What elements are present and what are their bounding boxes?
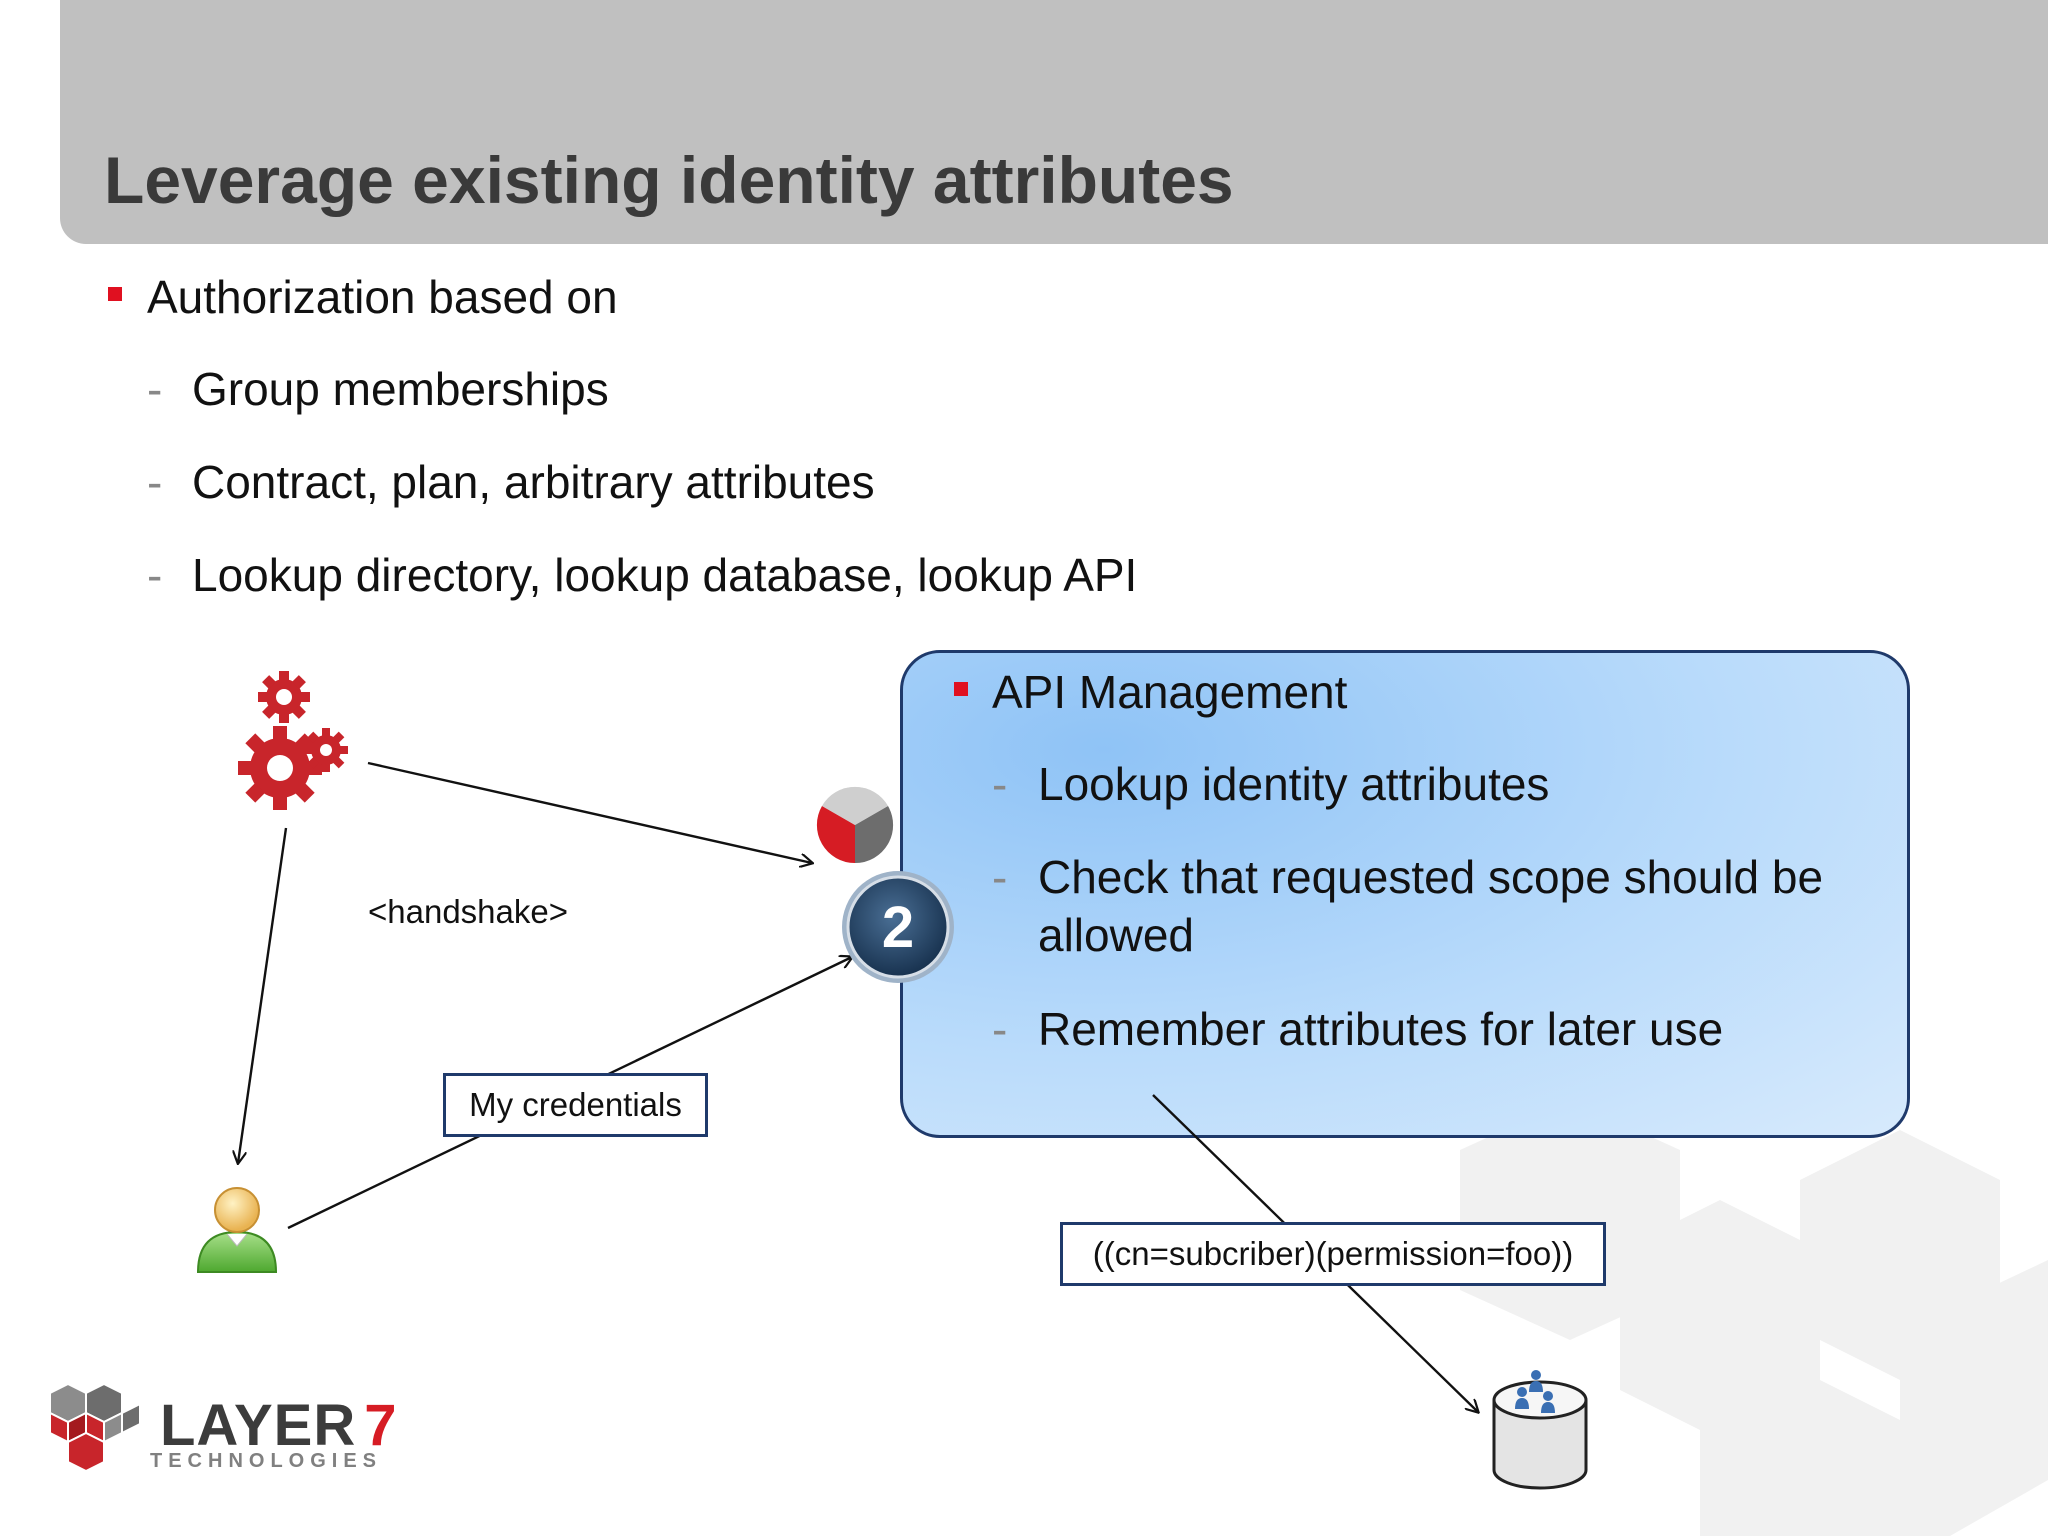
sub-bullet-contract: Contract, plan, arbitrary attributes bbox=[192, 456, 875, 508]
api-gateway-icon bbox=[816, 786, 894, 864]
bullet-authorization: Authorization based on bbox=[147, 271, 618, 323]
api-item-remember: Remember attributes for later use bbox=[1038, 1003, 1724, 1055]
api-item-check-scope-cont: allowed bbox=[1038, 909, 1194, 961]
logo-tagline: TECHNOLOGIES bbox=[150, 1450, 383, 1472]
credentials-label-box: My credentials bbox=[443, 1073, 708, 1137]
logo-number: 7 bbox=[364, 1393, 398, 1458]
dash-marker: - bbox=[147, 549, 163, 601]
arrow-app-to-gateway bbox=[367, 761, 812, 863]
user-icon bbox=[196, 1187, 278, 1273]
title-band bbox=[60, 0, 2048, 244]
sub-bullet-lookup: Lookup directory, lookup database, looku… bbox=[192, 549, 1138, 601]
oauth2-badge-icon: 2 bbox=[842, 871, 954, 983]
sub-bullet-group: Group memberships bbox=[192, 363, 609, 415]
layer7-logo-mark bbox=[49, 1382, 141, 1473]
handshake-label: <handshake> bbox=[368, 893, 569, 930]
logo-name-text: LAYER bbox=[160, 1393, 357, 1458]
api-item-check-scope: Check that requested scope should be bbox=[1038, 851, 1824, 903]
dash-marker: - bbox=[992, 1003, 1008, 1055]
dash-marker: - bbox=[147, 363, 163, 415]
dash-marker: - bbox=[992, 758, 1008, 810]
arrow-app-to-user bbox=[238, 827, 288, 1163]
bullet-marker bbox=[954, 682, 968, 696]
directory-database-icon bbox=[1492, 1370, 1588, 1490]
api-box-heading: API Management bbox=[992, 666, 1348, 718]
dash-marker: - bbox=[992, 851, 1008, 903]
api-item-lookup: Lookup identity attributes bbox=[1038, 758, 1550, 810]
dash-marker: - bbox=[147, 456, 163, 508]
ldap-query-label-box: ((cn=subcriber)(permission=foo)) bbox=[1060, 1222, 1606, 1286]
gears-icon bbox=[238, 671, 348, 810]
api-management-box bbox=[900, 650, 1910, 1138]
oauth-number: 2 bbox=[882, 895, 914, 960]
slide-title: Leverage existing identity attributes bbox=[104, 143, 1234, 217]
bullet-marker bbox=[108, 287, 122, 301]
